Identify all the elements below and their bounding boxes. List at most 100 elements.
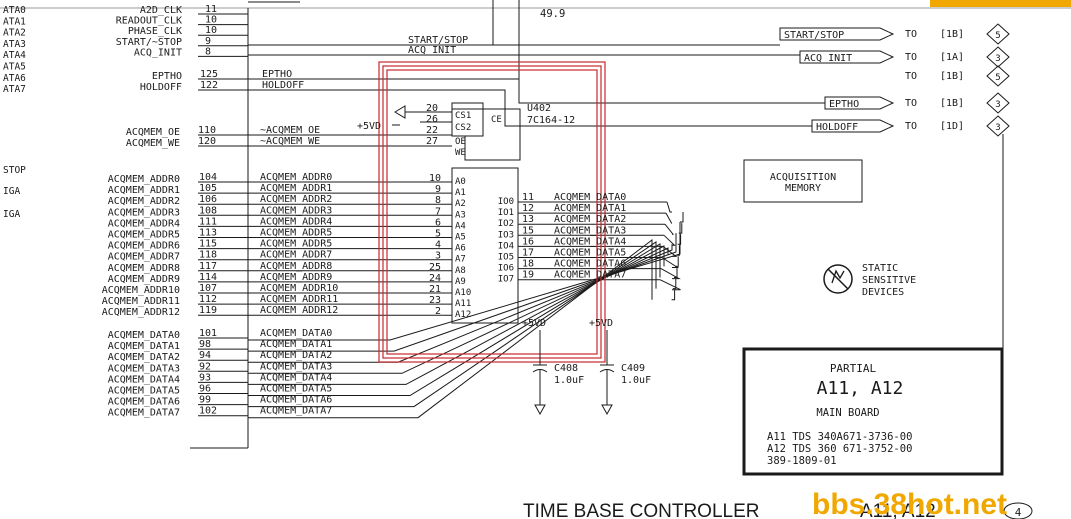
chip-addr-pin-name: A9	[455, 277, 466, 287]
data-out-bend	[659, 279, 681, 291]
ground-arrow	[394, 105, 406, 119]
control-signal-pin: 11	[205, 4, 217, 15]
data-out-pin: 11	[522, 192, 534, 203]
data-bus-return	[676, 245, 680, 256]
data-in-signal-name: ACQMEM_DATA1	[108, 341, 180, 352]
data-in-pin: 93	[199, 372, 211, 383]
control-signal-name: EPTHO	[152, 71, 182, 82]
control-signal-pin: 9	[205, 36, 211, 47]
left-edge-label: ATA5	[3, 62, 26, 73]
address-net-label: ACQMEM_ADDR5	[260, 228, 332, 239]
chip-addr-pin-name: A2	[455, 199, 466, 209]
data-bundle-wire	[248, 247, 669, 374]
data-out-net-label: ACQMEM_DATA1	[554, 203, 626, 214]
highlight-box-outer	[378, 61, 606, 363]
chip-pin-number: 21	[429, 284, 441, 295]
holdoff-wire	[370, 89, 812, 127]
offpage-connector-label: ACQ_INIT	[804, 53, 852, 64]
address-signal-name: ACQMEM_ADDR5	[108, 230, 180, 241]
address-pin: 108	[199, 205, 217, 216]
data-in-net-label: ACQMEM_DATA4	[260, 372, 332, 383]
address-signal-name: ACQMEM_ADDR12	[102, 307, 180, 318]
chip-body	[451, 167, 519, 324]
chip-addr-pin-name: A10	[455, 288, 471, 298]
control-signal-pin: 10	[205, 25, 217, 36]
ground-symbol	[601, 404, 613, 416]
address-signal-name: ACQMEM_ADDR11	[102, 296, 180, 307]
data-bus-return	[671, 289, 676, 301]
page-title: TIME BASE CONTROLLER	[523, 501, 760, 519]
title-block-part-line: A11 TDS 340A671-3736-00	[767, 431, 912, 443]
offpage-connector-label: EPTHO	[829, 99, 859, 110]
offpage-connector-label: START/STOP	[784, 30, 844, 41]
address-net-label: ACQMEM_ADDR10	[260, 283, 338, 294]
control-signal-pin: 8	[205, 46, 211, 57]
control-signal-name: READOUT_CLK	[116, 16, 182, 27]
address-pin: 115	[199, 239, 217, 250]
address-net-label: ACQMEM_ADDR9	[260, 272, 332, 283]
left-edge-label: ATA3	[3, 39, 26, 50]
title-block-boards: A11, A12	[817, 378, 904, 399]
data-out-bend	[660, 268, 681, 280]
chip-pin-number: 20	[426, 103, 438, 114]
chip-oe-label: OE	[455, 137, 466, 147]
address-pin: 114	[199, 272, 217, 283]
offpage-number: 3	[995, 123, 1000, 133]
chip-io-pin-name: IO7	[498, 275, 514, 285]
chip-addr-pin-name: A11	[455, 299, 471, 309]
data-out-pin: 18	[522, 259, 534, 270]
chip-addr-pin-name: A7	[455, 255, 466, 265]
control-signal-pin: 10	[205, 15, 217, 26]
chip-io-pin-name: IO2	[498, 219, 514, 229]
cap-ref: C409	[621, 363, 645, 374]
address-net-label: ACQMEM_ADDR1	[260, 183, 332, 194]
control-signal-name: ACQMEM_WE	[126, 138, 180, 149]
address-pin: 107	[199, 283, 217, 294]
control-signal-name: ACQMEM_OE	[126, 127, 180, 138]
chip-io-pin-name: IO6	[498, 264, 514, 274]
control-signal-name: START/~STOP	[116, 37, 182, 48]
data-bus-return	[680, 212, 684, 223]
offpage-to: TO	[905, 29, 917, 40]
static-hand-icon	[827, 268, 849, 290]
address-net-label: ACQMEM_ADDR4	[260, 216, 332, 227]
address-signal-name: ACQMEM_ADDR6	[108, 241, 180, 252]
cap-value: 1.0uF	[621, 375, 651, 386]
left-edge-label: STOP	[3, 165, 26, 176]
control-signal-name: PHASE_CLK	[128, 26, 182, 37]
title-block-partial: PARTIAL	[830, 362, 877, 375]
static-label: SENSITIVE	[862, 275, 916, 286]
data-out-bend	[663, 234, 676, 246]
address-net-label: ACQMEM_ADDR0	[260, 172, 332, 183]
chip-addr-pin-name: A6	[455, 244, 466, 254]
data-in-net-label: ACQMEM_DATA1	[260, 339, 332, 350]
chip-pin-number: 26	[426, 114, 438, 125]
top-value-label: 49.9	[540, 8, 565, 20]
offpage-number: 3	[995, 54, 1000, 64]
chip-io-pin-name: IO3	[498, 230, 514, 240]
chip-pin-number: 7	[435, 206, 441, 217]
offpage-ref: [1A]	[940, 52, 964, 63]
static-label: DEVICES	[862, 287, 904, 298]
data-bus-return	[675, 256, 679, 267]
data-in-signal-name: ACQMEM_DATA4	[108, 374, 180, 385]
address-pin: 111	[199, 216, 217, 227]
chip-pin-number: 2	[435, 306, 441, 317]
chip-pin-number: 23	[429, 295, 441, 306]
address-signal-name: ACQMEM_ADDR0	[108, 174, 180, 185]
chip-pin-number: 27	[426, 136, 438, 147]
address-pin: 118	[199, 250, 217, 261]
chip-pin-number: 8	[435, 195, 441, 206]
address-signal-name: ACQMEM_ADDR7	[108, 252, 180, 263]
address-net-label: ACQMEM_ADDR8	[260, 261, 332, 272]
data-in-signal-name: ACQMEM_DATA5	[108, 386, 180, 397]
offpage-connector	[811, 119, 895, 133]
chip-part: 7C164-12	[527, 115, 575, 126]
chip-we-label: WE	[455, 148, 466, 158]
left-edge-label: ATA1	[3, 16, 26, 27]
cap-ref: C408	[554, 363, 578, 374]
data-out-net-label: ACQMEM_DATA4	[554, 236, 626, 247]
static-label: STATIC	[862, 263, 898, 274]
title-block-main: MAIN BOARD	[816, 407, 879, 419]
cap-value: 1.0uF	[554, 375, 584, 386]
